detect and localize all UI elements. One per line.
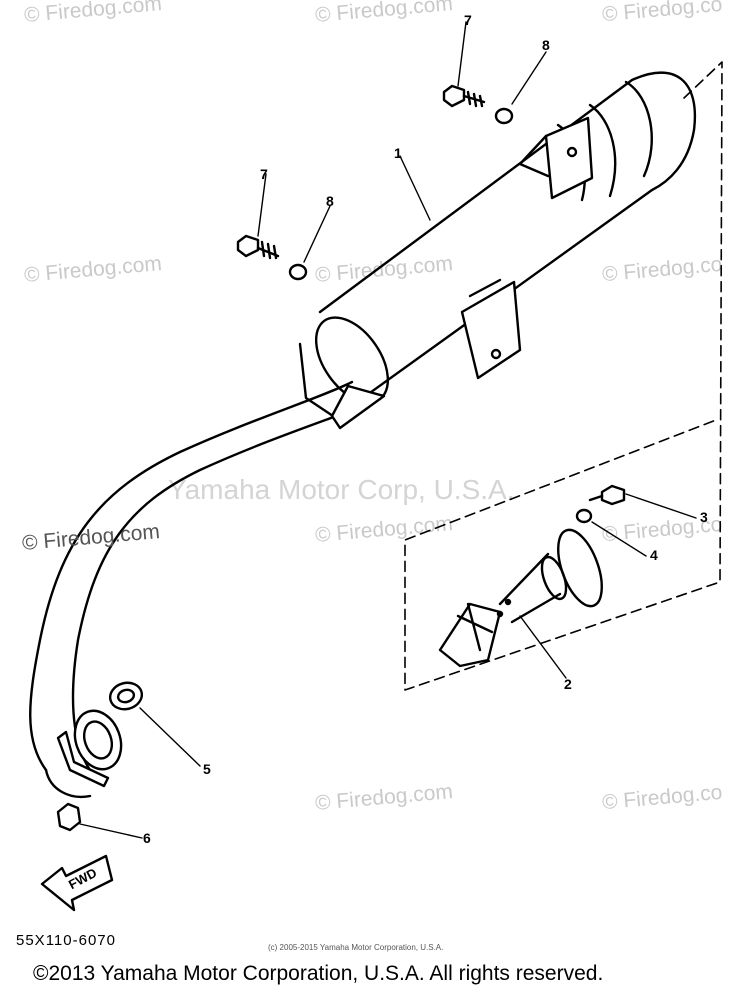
fwd-arrow bbox=[40, 854, 114, 912]
footer-copyright: ©2013 Yamaha Motor Corporation, U.S.A. A… bbox=[33, 962, 604, 985]
callout-2: 2 bbox=[564, 676, 572, 692]
pipe-flange bbox=[56, 709, 123, 788]
gasket-ring bbox=[108, 681, 144, 711]
assembly-outline bbox=[404, 61, 723, 691]
bolt bbox=[236, 234, 280, 260]
callout-4: 4 bbox=[650, 547, 658, 563]
muffler-body bbox=[298, 71, 697, 420]
callout-5: 5 bbox=[203, 761, 211, 777]
washer bbox=[494, 107, 514, 125]
flange-nut bbox=[56, 802, 82, 832]
header-pipe bbox=[29, 380, 386, 799]
callout-8: 8 bbox=[326, 193, 334, 209]
watermark-center-text: Yamaha Motor Corp, U.S.A. bbox=[168, 474, 515, 505]
washer bbox=[288, 263, 308, 281]
bolt bbox=[588, 484, 626, 506]
callout-8: 8 bbox=[542, 37, 550, 53]
callout-3: 3 bbox=[700, 509, 708, 525]
bolt bbox=[442, 84, 486, 108]
diagram-code: 55X110-6070 bbox=[16, 932, 116, 949]
washer bbox=[575, 508, 593, 524]
callout-1: 1 bbox=[394, 145, 402, 161]
spark-arrester bbox=[438, 528, 603, 668]
callout-6: 6 bbox=[143, 830, 151, 846]
small-copyright: (c) 2005-2015 Yamaha Motor Corporation, … bbox=[268, 943, 444, 952]
callout-7: 7 bbox=[464, 12, 472, 28]
leader-lines bbox=[79, 21, 697, 839]
callout-7: 7 bbox=[260, 166, 268, 182]
